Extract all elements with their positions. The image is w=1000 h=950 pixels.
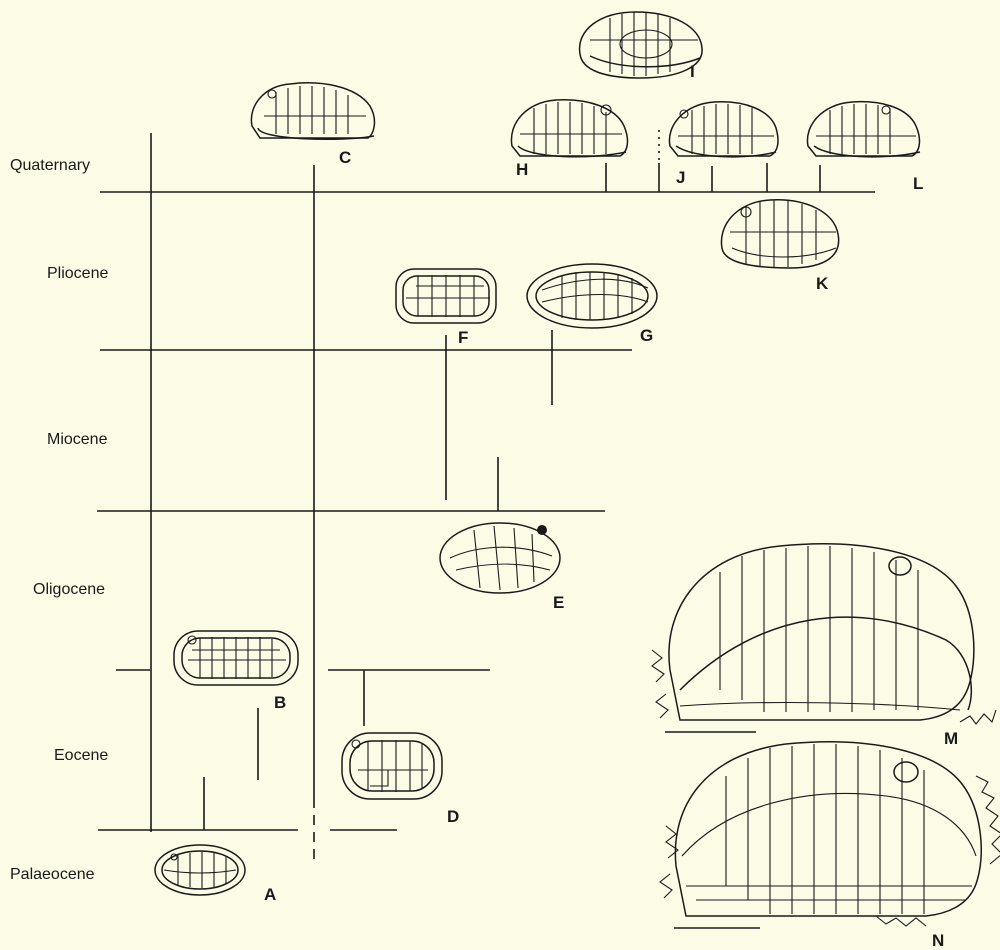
fossil-e-illustration [440, 523, 560, 593]
specimen-label-m: M [944, 729, 958, 748]
fossil-k-illustration [721, 200, 838, 268]
specimen-label-j: J [676, 168, 685, 187]
period-label-miocene: Miocene [47, 431, 108, 448]
fossil-i-illustration [580, 12, 703, 78]
specimen-label-c: C [339, 148, 351, 167]
specimen-label-n: N [932, 931, 944, 950]
specimen-label-i: I [690, 62, 695, 81]
fossil-a-illustration [155, 845, 245, 895]
period-label-eocene: Eocene [54, 747, 108, 764]
fossil-l-illustration [807, 102, 920, 157]
period-label-oligocene: Oligocene [33, 581, 105, 598]
specimen-label-l: L [913, 174, 923, 193]
fossil-g-illustration [527, 264, 657, 328]
fossil-f-illustration [396, 269, 496, 323]
specimen-label-f: F [458, 328, 468, 347]
stratigraphic-ranges [204, 130, 820, 862]
period-label-palaeocene: Palaeocene [10, 866, 95, 883]
specimen-label-d: D [447, 807, 459, 826]
specimen-label-k: K [816, 274, 829, 293]
specimen-label-b: B [274, 693, 286, 712]
fossil-n-illustration [660, 742, 1000, 926]
specimen-label-e: E [553, 593, 564, 612]
fossil-j-illustration [669, 102, 778, 157]
fossil-m-illustration [652, 544, 996, 724]
specimen-label-a: A [264, 885, 276, 904]
period-label-pliocene: Pliocene [47, 265, 108, 282]
fossil-h-illustration [511, 100, 627, 157]
period-label-quaternary: Quaternary [10, 157, 90, 174]
specimen-label-h: H [516, 160, 528, 179]
time-axis-lines [97, 133, 875, 832]
fossil-d-illustration [342, 733, 442, 799]
specimen-label-g: G [640, 326, 653, 345]
fossil-b-illustration [174, 631, 298, 685]
fossil-c-illustration [251, 83, 374, 139]
